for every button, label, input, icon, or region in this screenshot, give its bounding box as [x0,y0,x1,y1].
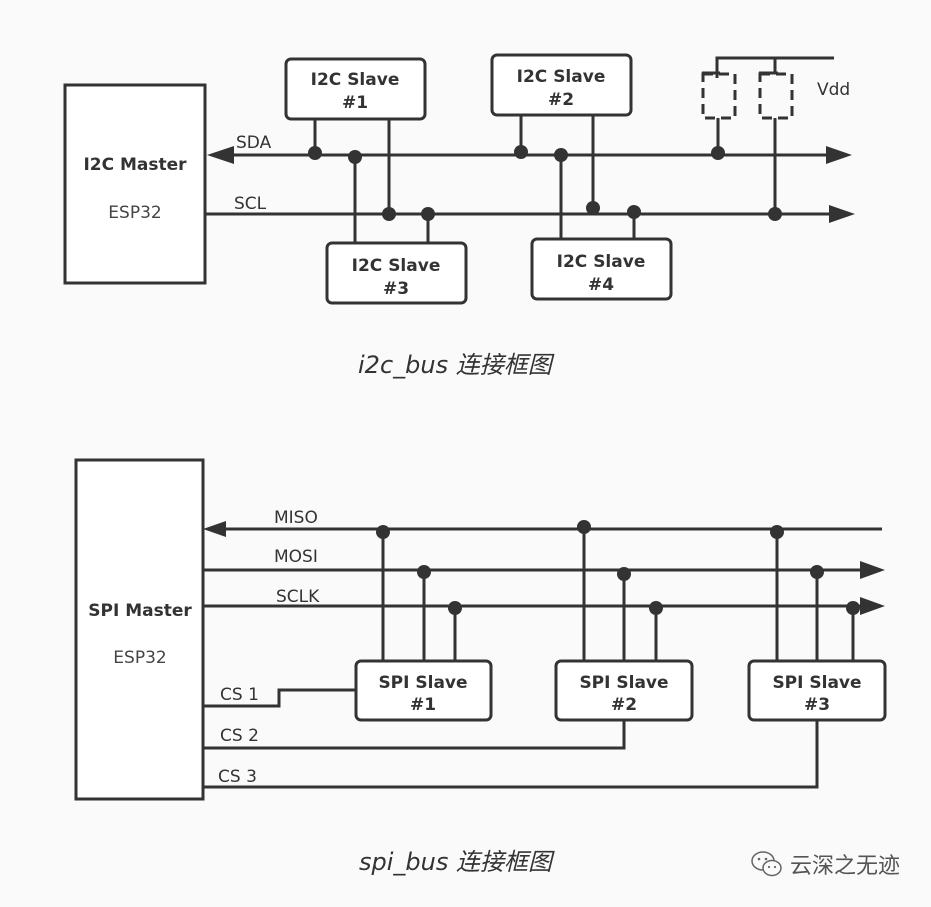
junction-dot [448,601,462,615]
junction-dot [627,205,641,219]
sclk-label: SCLK [276,587,320,607]
miso-arrow-left [203,521,226,537]
spi-slave-2-name: SPI Slave [579,673,668,693]
junction-dot [649,601,663,615]
junction-dot [348,150,362,164]
spi-slave-1-num: #1 [410,695,436,715]
junction-dot [770,525,784,539]
i2c-slave-1-num: #1 [342,93,368,113]
miso-label: MISO [274,508,318,528]
i2c-slave-1-box [284,57,427,121]
spi-master-subtitle: ESP32 [113,648,166,668]
i2c-slave-4-num: #4 [588,275,614,295]
watermark: 云深之无迹 [750,848,900,880]
spi-master-box [74,458,205,801]
cs1-label: CS 1 [220,685,259,705]
i2c-slave-4-name: I2C Slave [557,252,646,272]
pullup-resistor-sda [701,72,737,120]
i2c-master-box [63,83,207,285]
cs2-label: CS 2 [220,726,259,746]
junction-dot [514,145,528,159]
i2c-slave-1-name: I2C Slave [311,70,400,90]
i2c-slave-2-name: I2C Slave [517,67,606,87]
junction-dot [308,146,322,160]
watermark-text: 云深之无迹 [790,854,901,879]
mosi-arrow-right [860,561,885,579]
scl-label: SCL [234,194,267,214]
spi-slave-3-num: #3 [804,695,830,715]
pullup-resistors: Vdd [701,56,850,221]
spi-diagram: SPI Master ESP32 MISO MOSI SCLK SPI Slav… [74,458,887,801]
junction-dot [711,146,725,160]
i2c-slave-2-box [490,53,633,117]
junction-dot [586,201,600,215]
cs1-line [203,688,356,708]
spi-slave-3-name: SPI Slave [772,673,861,693]
i2c-master-title: I2C Master [83,155,187,175]
sda-arrow-left [207,146,234,164]
i2c-slave-3-name: I2C Slave [352,256,441,276]
i2c-diagram: I2C Master ESP32 SDA SCL I2C Slave #1 I2… [63,53,855,305]
junction-dot [421,207,435,221]
sclk-arrow-right [860,597,885,615]
spi-caption: spi_bus 连接框图 [359,848,552,876]
i2c-slave-4-box [530,237,673,301]
cs3-label: CS 3 [218,767,257,787]
junction-dot [554,148,568,162]
mosi-label: MOSI [274,547,318,567]
scl-arrow-right [829,205,855,223]
junction-dot [382,207,396,221]
wechat-icon [751,851,782,877]
i2c-slave-3-box [325,241,468,305]
spi-slave-1-name: SPI Slave [378,673,467,693]
sda-arrow-right [826,146,852,164]
pullup-resistor-scl [758,72,794,120]
i2c-slave-3-num: #3 [383,279,409,299]
i2c-slave-2-num: #2 [548,90,574,110]
vdd-label: Vdd [817,80,850,100]
junction-dot [376,525,390,539]
i2c-master-subtitle: ESP32 [108,203,161,223]
sda-label: SDA [236,133,272,153]
spi-master-title: SPI Master [88,601,192,621]
spi-slave-2-num: #2 [611,695,637,715]
junction-dot [577,520,591,534]
junction-dot [617,567,631,581]
junction-dot [810,565,824,579]
cs2-line [203,720,626,750]
junction-dot [846,601,860,615]
cs3-line [203,720,819,789]
junction-dot [417,565,431,579]
i2c-caption: i2c_bus 连接框图 [358,351,552,379]
junction-dot [768,207,782,221]
